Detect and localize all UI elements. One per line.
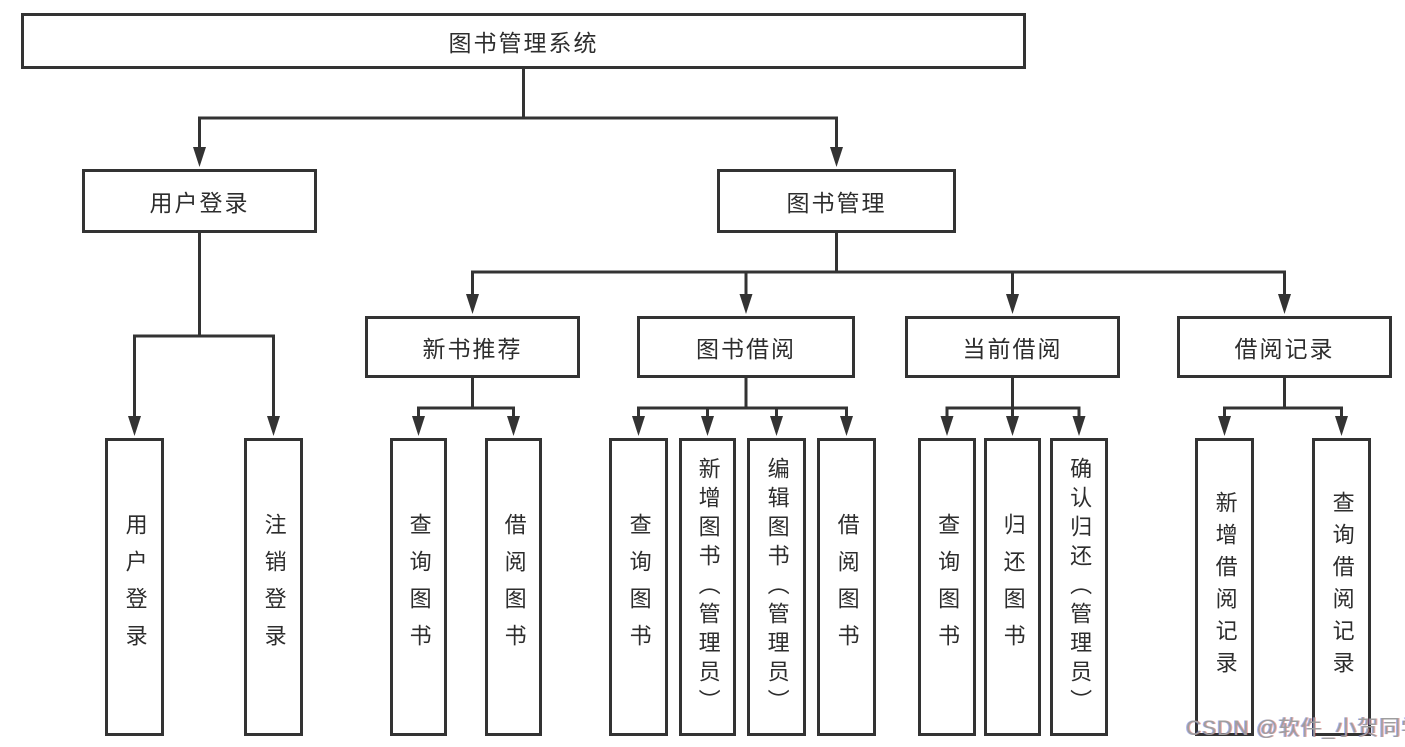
node-leaf-br-add-record-label: 新增借阅记录 [1212, 491, 1238, 683]
node-leaf-bb-query-books: 查询图书 [609, 438, 668, 736]
node-leaf-cb-return-books: 归还图书 [984, 438, 1041, 736]
node-leaf-cb-query-books: 查询图书 [918, 438, 976, 736]
arrowhead [128, 416, 141, 436]
node-borrow-records: 借阅记录 [1177, 316, 1392, 378]
arrowhead [412, 416, 425, 436]
arrowhead [1006, 416, 1019, 436]
arrowhead [840, 416, 853, 436]
node-current-borrow-label: 当前借阅 [962, 336, 1063, 362]
connector-arrowheads [128, 147, 1348, 436]
node-leaf-nb-query-books: 查询图书 [390, 438, 447, 736]
node-leaf-nb-query-books-label: 查询图书 [406, 513, 432, 661]
arrowhead [1335, 416, 1348, 436]
arrowhead [701, 416, 714, 436]
node-leaf-nb-borrow-books-label: 借阅图书 [501, 513, 527, 661]
node-leaf-bb-edit-books-admin: 编辑图书（管理员） [747, 438, 806, 736]
node-leaf-bb-edit-books-admin-label: 编辑图书（管理员） [764, 456, 790, 718]
node-leaf-cb-query-books-label: 查询图书 [935, 513, 961, 661]
connector-user-login-children [133, 231, 275, 420]
connector-borrow-records-children [1223, 376, 1343, 420]
node-leaf-user-login: 用户登录 [105, 438, 164, 736]
node-user-login-module: 用户登录 [82, 169, 317, 233]
arrowhead [193, 147, 206, 167]
connector-current-borrow-children [945, 376, 1081, 420]
node-leaf-cb-confirm-return-admin: 确认归还（管理员） [1050, 438, 1108, 736]
node-leaf-br-query-record-label: 查询借阅记录 [1329, 491, 1355, 683]
arrowhead [632, 416, 645, 436]
arrowhead [1278, 294, 1291, 314]
connector-book-borrow-children [637, 376, 848, 420]
node-leaf-logout: 注销登录 [244, 438, 303, 736]
arrowhead [830, 147, 843, 167]
connector-lines [133, 67, 1343, 420]
connector-new-book-children [417, 376, 515, 420]
arrowhead [940, 416, 954, 436]
node-root-system: 图书管理系统 [21, 13, 1026, 69]
arrowhead [1218, 416, 1231, 436]
node-leaf-br-add-record: 新增借阅记录 [1195, 438, 1254, 736]
node-leaf-nb-borrow-books: 借阅图书 [485, 438, 542, 736]
node-book-mgmt-module-label: 图书管理 [786, 190, 887, 216]
node-leaf-cb-confirm-return-admin-label: 确认归还（管理员） [1067, 456, 1093, 718]
node-leaf-user-login-label: 用户登录 [122, 513, 148, 661]
node-new-book-recommend: 新书推荐 [365, 316, 580, 378]
node-leaf-br-query-record: 查询借阅记录 [1312, 438, 1371, 736]
node-leaf-logout-label: 注销登录 [261, 513, 287, 661]
node-leaf-bb-add-books-admin: 新增图书（管理员） [679, 438, 736, 736]
arrowhead [1006, 294, 1019, 314]
arrowhead [507, 416, 520, 436]
node-leaf-bb-add-books-admin-label: 新增图书（管理员） [695, 456, 721, 718]
node-leaf-bb-borrow-books-label: 借阅图书 [834, 513, 860, 661]
node-book-borrow: 图书借阅 [637, 316, 855, 378]
connector-root-to-level2 [198, 67, 838, 152]
node-current-borrow: 当前借阅 [905, 316, 1120, 378]
connector-book-mgmt-children [471, 231, 1286, 298]
watermark-text: CSDN @软件_小贺同学 [1186, 717, 1405, 740]
node-root-system-label: 图书管理系统 [448, 30, 599, 56]
arrowhead [466, 294, 479, 314]
arrowhead [267, 416, 280, 436]
arrowhead [739, 294, 753, 314]
arrowhead [770, 416, 783, 436]
node-book-borrow-label: 图书借阅 [696, 336, 796, 362]
node-user-login-module-label: 用户登录 [149, 190, 250, 216]
arrowhead [1072, 416, 1086, 436]
node-new-book-recommend-label: 新书推荐 [422, 336, 523, 362]
node-leaf-bb-query-books-label: 查询图书 [626, 513, 652, 661]
node-leaf-cb-return-books-label: 归还图书 [1000, 513, 1026, 661]
node-borrow-records-label: 借阅记录 [1234, 336, 1335, 362]
node-book-mgmt-module: 图书管理 [717, 169, 956, 233]
node-leaf-bb-borrow-books: 借阅图书 [817, 438, 876, 736]
